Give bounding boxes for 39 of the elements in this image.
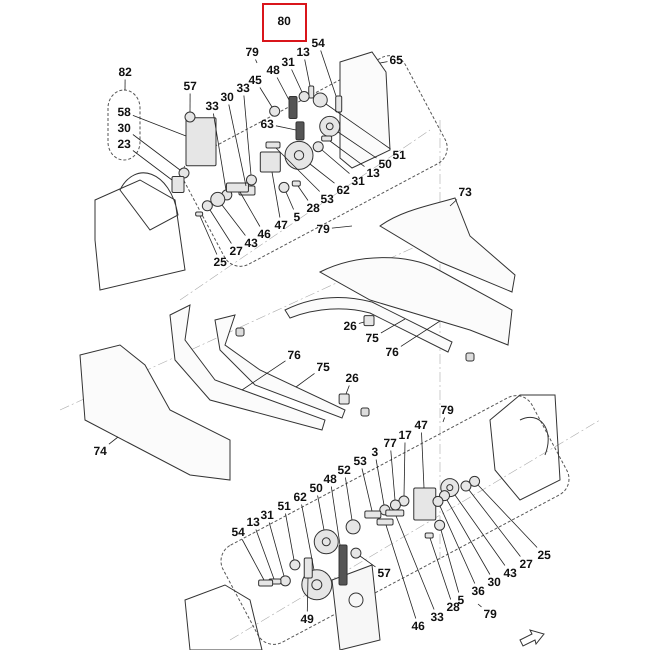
- leader-line: [320, 50, 336, 96]
- leader-line: [276, 125, 296, 130]
- leader-line: [380, 61, 388, 64]
- callout-number: 31: [280, 56, 296, 68]
- callout-number: 63: [260, 118, 275, 130]
- callout-number: 54: [310, 36, 326, 50]
- callout-number: 33: [204, 100, 220, 112]
- leader-line: [255, 59, 258, 64]
- part-drawing: [184, 112, 196, 122]
- callout-number: 30: [220, 90, 235, 104]
- callout-number: 33: [236, 82, 251, 94]
- leader-line: [132, 134, 180, 170]
- callout-number: 73: [458, 186, 473, 198]
- part-drawing: [288, 96, 298, 119]
- part-drawing: [269, 106, 280, 117]
- leader-line: [450, 199, 458, 206]
- callout-number: 65: [388, 54, 404, 66]
- callout-number: 23: [116, 138, 132, 150]
- leader-line: [124, 79, 126, 90]
- leader-line: [108, 436, 118, 445]
- callout-number: 79: [244, 46, 260, 58]
- part-drawing: [298, 91, 310, 102]
- leader-line: [304, 59, 310, 86]
- callout-number: 74: [92, 444, 108, 458]
- callout-number: 82: [118, 66, 133, 78]
- callout-number: 57: [182, 80, 198, 92]
- leader-line: [132, 150, 172, 180]
- callout-number: 79: [440, 404, 455, 416]
- part-drawing: [335, 96, 342, 112]
- callout-number: 30: [116, 122, 132, 134]
- leader-line: [276, 77, 290, 100]
- leader-line: [291, 69, 302, 92]
- part-drawing: [312, 92, 328, 108]
- leader-line: [132, 115, 186, 136]
- callout-number: 58: [116, 106, 132, 118]
- leader-line: [260, 87, 272, 108]
- callout-box: 80: [262, 2, 307, 42]
- callout-number: 48: [266, 64, 281, 76]
- callout-number: 13: [296, 46, 311, 58]
